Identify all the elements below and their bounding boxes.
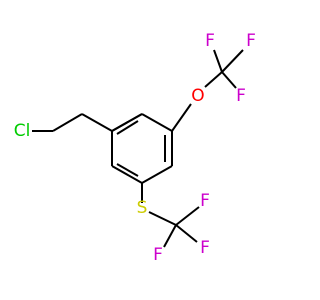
atom-f6-label: F	[153, 245, 163, 265]
atom-s-label: S	[137, 198, 148, 218]
ring-bond-4	[111, 165, 143, 184]
bond-cf3-f2	[221, 49, 244, 73]
atom-label-layer: Cl O S F F F F F F	[14, 31, 256, 265]
atom-f5-label: F	[200, 238, 210, 258]
atom-f3-label: F	[236, 86, 246, 106]
ring-bond-1	[141, 113, 173, 132]
atom-o-label: O	[191, 86, 204, 106]
bond-cf3-f1	[213, 49, 223, 73]
bond-cf3b-f5	[175, 224, 198, 243]
bond-cf3b-f6	[163, 224, 177, 248]
bond-ring-o	[171, 103, 192, 132]
atom-f2-label: F	[246, 31, 256, 51]
bond-cf3b-f4	[175, 206, 200, 226]
atom-f4-label: F	[200, 191, 210, 211]
ring-double-2	[116, 163, 139, 177]
structure-canvas: Cl O S F F F F F F	[13, 31, 256, 265]
bond-o-cf3	[204, 71, 223, 88]
bond-cf3-f3	[221, 71, 237, 89]
ring-bond-6	[111, 113, 143, 132]
ring-bond-3	[141, 165, 173, 184]
bond-s-cf3	[148, 211, 177, 226]
ring-double-3	[116, 120, 139, 135]
bond-c2-c3	[81, 113, 113, 132]
atom-cl-label: Cl	[14, 121, 31, 141]
molecule-diagram: Cl O S F F F F F F	[14, 31, 256, 265]
bond-layer	[32, 49, 244, 248]
atom-f1-label: F	[205, 31, 215, 51]
bond-c1-c2	[52, 113, 83, 132]
